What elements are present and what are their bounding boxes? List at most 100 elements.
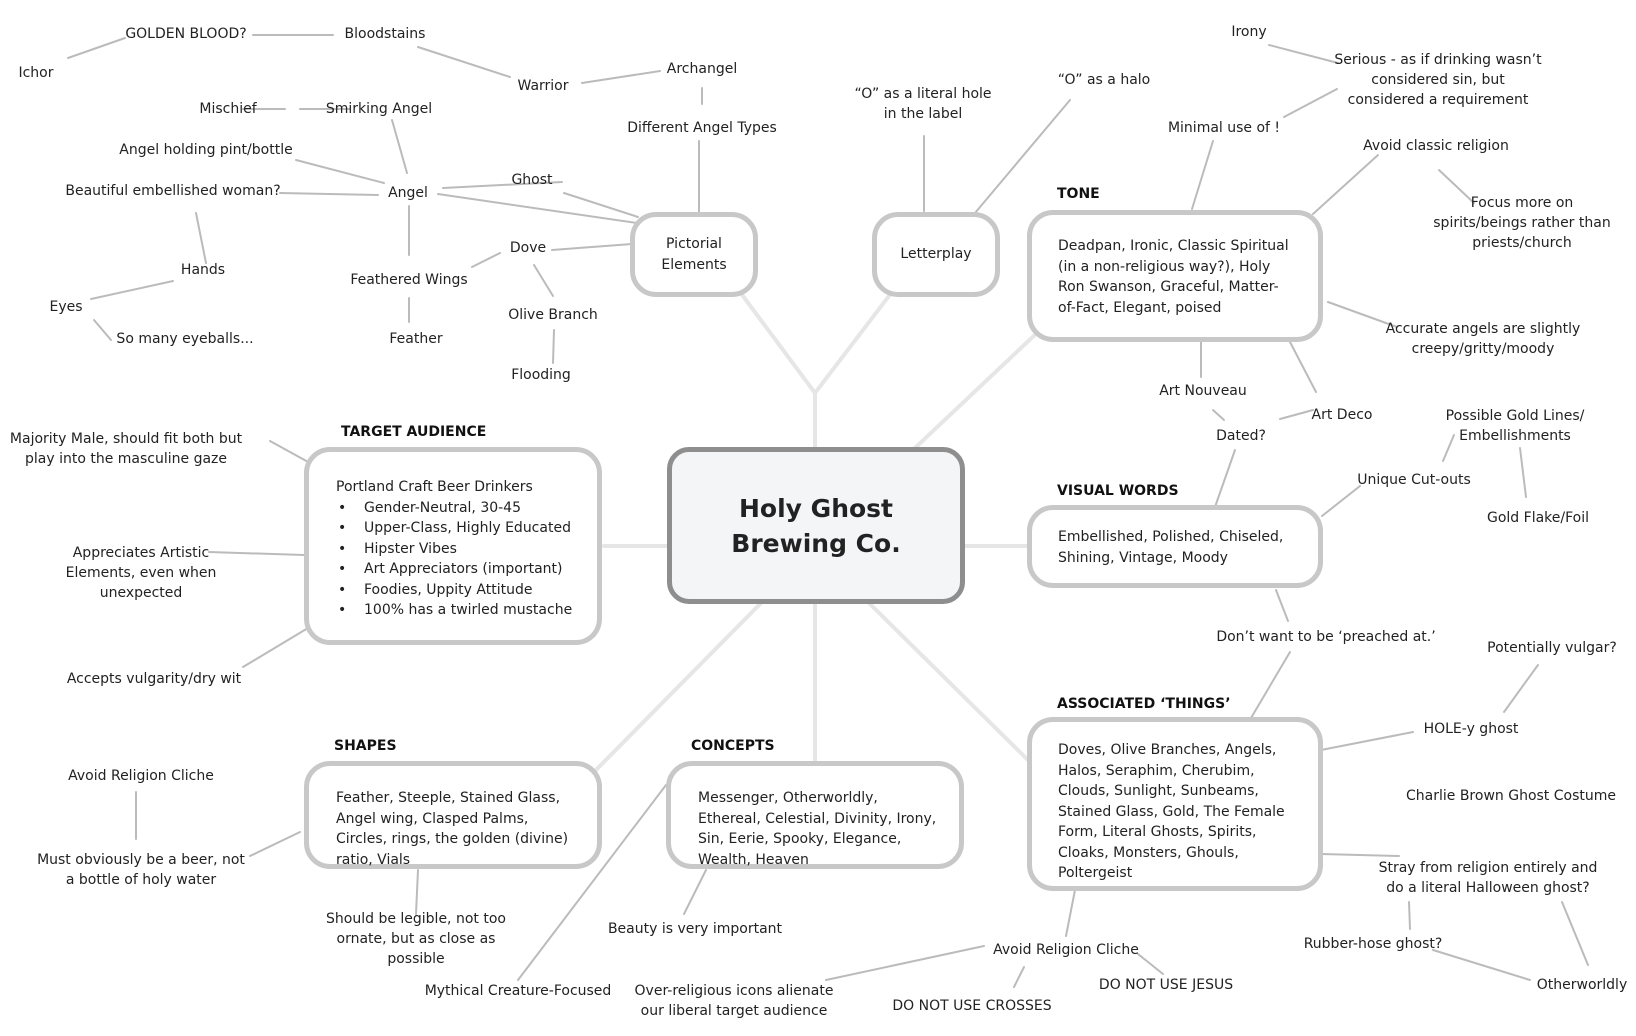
ghost-label[interactable]: Ghost bbox=[511, 172, 553, 188]
beautiful-woman-label[interactable]: Beautiful embellished woman? bbox=[65, 183, 281, 199]
focus-spirits-label[interactable]: Focus more on spirits/beings rather than… bbox=[1433, 195, 1611, 251]
art-nouveau-label[interactable]: Art Nouveau bbox=[1159, 383, 1247, 399]
connector-line bbox=[1442, 434, 1455, 462]
potentially-vulgar-label[interactable]: Potentially vulgar? bbox=[1487, 640, 1617, 656]
smirking-angel-label[interactable]: Smirking Angel bbox=[325, 101, 433, 117]
minimal-use-label[interactable]: Minimal use of ! bbox=[1167, 120, 1281, 136]
connector-line bbox=[1065, 889, 1076, 937]
connector-line bbox=[1320, 853, 1400, 857]
list-item: Upper-Class, Highly Educated bbox=[338, 518, 577, 539]
branch-pictorial bbox=[738, 290, 817, 395]
avoid-cliche-left-label[interactable]: Avoid Religion Cliche bbox=[68, 768, 214, 784]
feather-label[interactable]: Feather bbox=[389, 331, 443, 347]
serious-label[interactable]: Serious - as if drinking wasn’t consider… bbox=[1334, 52, 1542, 108]
connector-line bbox=[1214, 449, 1236, 508]
unique-cutouts-label[interactable]: Unique Cut-outs bbox=[1357, 472, 1471, 488]
mischief-label[interactable]: Mischief bbox=[199, 101, 257, 117]
connector-line bbox=[242, 627, 309, 668]
tone-node[interactable]: Deadpan, Ironic, Classic Spiritual (in a… bbox=[1027, 210, 1323, 342]
art-deco-label[interactable]: Art Deco bbox=[1311, 407, 1373, 423]
connector-line bbox=[67, 37, 126, 59]
connector-line bbox=[93, 319, 112, 341]
angel-label[interactable]: Angel bbox=[388, 185, 428, 201]
connector-line bbox=[1283, 88, 1338, 118]
flooding-label[interactable]: Flooding bbox=[511, 367, 571, 383]
charlie-brown-label[interactable]: Charlie Brown Ghost Costume bbox=[1406, 788, 1616, 804]
archangel-label[interactable]: Archangel bbox=[666, 61, 738, 77]
dove-label[interactable]: Dove bbox=[509, 240, 547, 256]
connector-line bbox=[195, 212, 207, 264]
branch-associated bbox=[866, 600, 1032, 764]
pictorial-elements-node[interactable]: Pictorial Elements bbox=[630, 212, 758, 297]
gold-lines-label[interactable]: Possible Gold Lines/ Embellishments bbox=[1445, 408, 1585, 444]
dated-label[interactable]: Dated? bbox=[1216, 428, 1266, 444]
branch-tone bbox=[913, 328, 1042, 450]
bloodstains-label[interactable]: Bloodstains bbox=[344, 26, 426, 42]
connector-line bbox=[1279, 409, 1314, 420]
avoid-cliche-right-label[interactable]: Avoid Religion Cliche bbox=[993, 942, 1139, 958]
do-not-jesus-label[interactable]: DO NOT USE JESUS bbox=[1098, 977, 1234, 993]
connector-line bbox=[1268, 44, 1339, 64]
connector-line bbox=[249, 831, 301, 857]
mythical-label[interactable]: Mythical Creature-Focused bbox=[424, 983, 612, 999]
eyes-label[interactable]: Eyes bbox=[49, 299, 83, 315]
connector-line bbox=[1327, 301, 1398, 328]
connector-line bbox=[563, 192, 639, 218]
o-halo-label[interactable]: “O” as a halo bbox=[1057, 72, 1151, 88]
angel-holding-label[interactable]: Angel holding pint/bottle bbox=[119, 142, 293, 158]
connector-line bbox=[552, 329, 555, 364]
connector-line bbox=[517, 784, 667, 981]
golden-blood-label[interactable]: GOLDEN BLOOD? bbox=[125, 26, 247, 42]
accurate-angels-label[interactable]: Accurate angels are slightly creepy/grit… bbox=[1385, 321, 1581, 357]
shapes-heading: SHAPES bbox=[334, 738, 397, 754]
warrior-label[interactable]: Warrior bbox=[517, 78, 569, 94]
gold-flake-label[interactable]: Gold Flake/Foil bbox=[1487, 510, 1589, 526]
connector-line bbox=[825, 945, 985, 981]
connector-line bbox=[1250, 651, 1291, 719]
connector-line bbox=[1321, 485, 1361, 517]
preached-at-label[interactable]: Don’t want to be ‘preached at.’ bbox=[1216, 629, 1436, 645]
central-topic[interactable]: Holy Ghost Brewing Co. bbox=[667, 447, 965, 604]
connector-line bbox=[1191, 140, 1214, 210]
target-audience-intro: Portland Craft Beer Drinkers bbox=[336, 479, 533, 495]
concepts-node[interactable]: Messenger, Otherworldly, Ethereal, Celes… bbox=[666, 761, 964, 869]
appreciates-artistic-label[interactable]: Appreciates Artistic Elements, even when… bbox=[65, 545, 217, 601]
hands-label[interactable]: Hands bbox=[180, 262, 226, 278]
majority-male-label[interactable]: Majority Male, should fit both but play … bbox=[9, 431, 243, 467]
different-angel-types-label[interactable]: Different Angel Types bbox=[627, 120, 777, 136]
connector-line bbox=[417, 46, 511, 78]
irony-label[interactable]: Irony bbox=[1231, 24, 1267, 40]
stray-from-religion-label[interactable]: Stray from religion entirely and do a li… bbox=[1378, 860, 1598, 896]
holey-ghost-label[interactable]: HOLE-y ghost bbox=[1423, 721, 1519, 737]
connector-line bbox=[295, 159, 385, 184]
letterplay-node[interactable]: Letterplay bbox=[872, 212, 1000, 297]
legible-label[interactable]: Should be legible, not too ornate, but a… bbox=[326, 911, 506, 967]
branch-shapes bbox=[592, 600, 764, 774]
otherworldly-label[interactable]: Otherworldly bbox=[1536, 977, 1628, 993]
list-item: Art Appreciators (important) bbox=[338, 559, 577, 580]
avoid-classic-label[interactable]: Avoid classic religion bbox=[1363, 138, 1509, 154]
olive-branch-label[interactable]: Olive Branch bbox=[508, 307, 598, 323]
rubber-hose-label[interactable]: Rubber-hose ghost? bbox=[1303, 936, 1443, 952]
visual-words-node[interactable]: Embellished, Polished, Chiseled, Shining… bbox=[1027, 505, 1323, 588]
list-item: 100% has a twirled mustache bbox=[338, 600, 577, 621]
do-not-crosses-label[interactable]: DO NOT USE CROSSES bbox=[892, 998, 1052, 1014]
associated-things-node[interactable]: Doves, Olive Branches, Angels, Halos, Se… bbox=[1027, 717, 1323, 891]
connector-line bbox=[551, 243, 633, 251]
ichor-label[interactable]: Ichor bbox=[18, 65, 54, 81]
feathered-wings-label[interactable]: Feathered Wings bbox=[350, 272, 468, 288]
o-hole-label[interactable]: “O” as a literal hole in the label bbox=[854, 86, 992, 122]
accepts-vulgarity-label[interactable]: Accepts vulgarity/dry wit bbox=[66, 671, 242, 687]
must-obviously-label[interactable]: Must obviously be a beer, not a bottle o… bbox=[37, 852, 245, 888]
connector-line bbox=[437, 193, 638, 224]
over-religious-label[interactable]: Over-religious icons alienate our libera… bbox=[634, 983, 834, 1019]
so-many-eyeballs-label[interactable]: So many eyeballs... bbox=[116, 331, 254, 347]
connector-line bbox=[1137, 953, 1164, 975]
shapes-node[interactable]: Feather, Steeple, Stained Glass, Angel w… bbox=[304, 761, 602, 869]
target-audience-node[interactable]: Portland Craft Beer Drinkers Gender-Neut… bbox=[304, 447, 602, 645]
connector-line bbox=[533, 264, 554, 297]
connector-line bbox=[1438, 169, 1475, 204]
beauty-label[interactable]: Beauty is very important bbox=[607, 921, 783, 937]
connector-line bbox=[1432, 949, 1531, 981]
